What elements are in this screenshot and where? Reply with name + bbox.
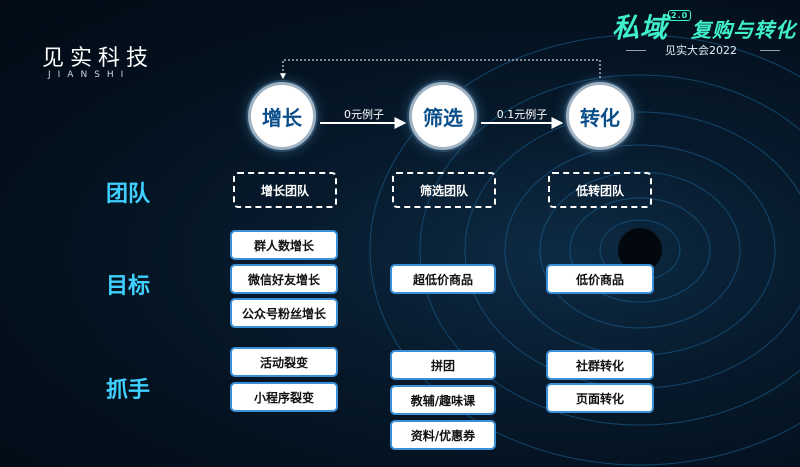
event-subtitle: 见实大会2022 [626,42,780,58]
stage-growth: 增长 [248,82,316,150]
lever-filter-item: 资料/优惠券 [390,420,496,450]
team-filter-box: 筛选团队 [392,172,496,208]
row-label-goal: 目标 [106,274,151,299]
goal-growth-item: 微信好友增长 [230,264,338,294]
goal-growth-item: 公众号粉丝增长 [230,298,338,328]
lever-filter-item: 教辅/趣味课 [390,385,496,415]
lever-convert-item: 社群转化 [546,350,654,380]
brand-logo-text: 见实科技 [42,46,155,71]
stage-filter: 筛选 [409,82,477,150]
arrow-label-zero-yuan: 0元例子 [344,108,384,121]
arrow-label-dime: 0.1元例子 [496,108,548,121]
lever-growth-item: 活动裂变 [230,347,338,377]
lever-convert-item: 页面转化 [546,383,654,413]
goal-convert-item: 低价商品 [546,264,654,294]
goal-filter-item: 超低价商品 [390,264,496,294]
goal-growth-item: 群人数增长 [230,230,338,260]
team-growth-box: 增长团队 [233,172,337,208]
row-label-team: 团队 [106,182,151,207]
tunnel-core [618,228,662,272]
row-label-lever: 抓手 [106,378,151,403]
lever-filter-item: 拼团 [390,350,496,380]
stage-convert: 转化 [566,82,634,150]
return-loop-arrow [280,59,601,82]
event-version-badge: 2.0 [668,10,692,21]
brand-logo-subtitle: JIANSHI [48,70,131,80]
team-convert-box: 低转团队 [548,172,652,208]
lever-growth-item: 小程序裂变 [230,382,338,412]
